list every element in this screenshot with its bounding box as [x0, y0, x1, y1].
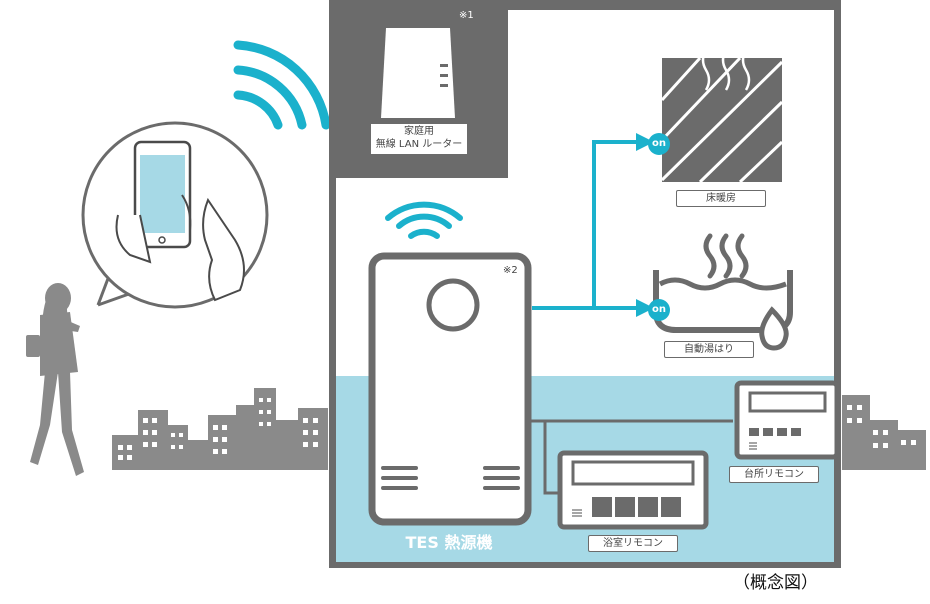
floor-heating-icon [660, 49, 784, 184]
smartphone-icon [133, 140, 192, 249]
caption: （概念図） [733, 573, 818, 593]
smartphone-bubble [81, 121, 269, 309]
auto-bath-on-badge: on [648, 299, 670, 321]
floor-heating-label: 床暖房 [676, 190, 766, 207]
bath-remote-label: 浴室リモコン [588, 535, 678, 552]
water-drop-icon [759, 306, 789, 351]
person-icon [26, 283, 84, 476]
remote-wiring [528, 419, 733, 495]
arrow-icon [636, 133, 654, 151]
kitchen-remote-icon [734, 380, 840, 460]
router-note: ※1 [459, 10, 474, 21]
steam-icon [701, 49, 751, 91]
arrow-icon [636, 299, 654, 317]
wifi-icon [233, 40, 331, 130]
city-icon [112, 388, 328, 470]
bath-remote-icon [557, 450, 709, 530]
city-icon-right [842, 395, 926, 470]
heat-source-label: TES 熱源機 [405, 533, 493, 552]
kitchen-remote-label: 台所リモコン [729, 466, 819, 483]
auto-bath-label: 自動湯はり [664, 341, 754, 358]
floor-heating-on-badge: on [648, 133, 670, 155]
steam-icon [703, 233, 749, 279]
heat-source-unit [368, 252, 532, 526]
wifi-indoor-icon [385, 201, 463, 239]
router-icon [371, 28, 467, 154]
router-label-line2: 無線 LAN ルーター [375, 138, 463, 150]
supply-pipes [532, 140, 640, 310]
heat-source-note: ※2 [503, 265, 518, 276]
router-label-line1: 家庭用 [404, 126, 434, 137]
router-label: 家庭用 無線 LAN ルーター [371, 126, 467, 151]
